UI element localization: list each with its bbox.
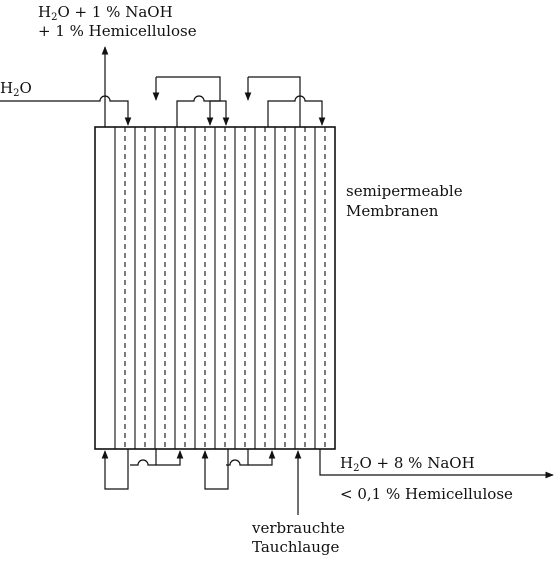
lye-inlet-label-line2: Tauchlauge: [252, 538, 340, 556]
bottom-outlet-label-line1: H2O + 8 % NaOH: [340, 454, 475, 474]
top-piping: [0, 46, 326, 127]
bottom-loop-1: [101, 449, 129, 490]
membrane-lines: [114, 127, 326, 449]
top-outlet-label-line1: H2O + 1 % NaOH: [38, 3, 173, 23]
label-part: H: [0, 79, 14, 97]
membranes-label-line1: semipermeable: [346, 182, 463, 200]
top-loop-connector-2: [248, 76, 301, 127]
label-part: O + 8 % NaOH: [359, 454, 475, 472]
bottom-loop-2: [201, 449, 229, 490]
top-outlet-label-line2: + 1 % Hemicellulose: [38, 22, 197, 40]
bottom-hop-line-1: [130, 449, 157, 466]
subscript: 2: [13, 88, 20, 99]
bottom-outlet-label-line2: < 0,1 % Hemicellulose: [340, 485, 513, 503]
bottom-outlet-arrow: [319, 449, 554, 479]
bottom-riser-2: [248, 450, 276, 466]
label-part: H: [38, 3, 52, 21]
membranes-label-line2: Membranen: [346, 202, 439, 220]
water-inlet-label: H2O: [0, 79, 32, 99]
top-hop-line-2: [267, 95, 326, 127]
lye-inlet-label-line1: verbrauchte: [252, 519, 345, 537]
label-part: O: [19, 79, 32, 97]
subscript: 2: [353, 463, 360, 474]
label-part: H: [340, 454, 354, 472]
subscript: 2: [51, 12, 58, 23]
bottom-piping: [101, 449, 554, 515]
label-part: O + 1 % NaOH: [57, 3, 173, 21]
bottom-hop-line-2: [226, 449, 249, 466]
top-hop-line-1: [176, 95, 230, 127]
bottom-riser-1: [156, 450, 184, 466]
water-inlet-pipe: [0, 95, 132, 126]
